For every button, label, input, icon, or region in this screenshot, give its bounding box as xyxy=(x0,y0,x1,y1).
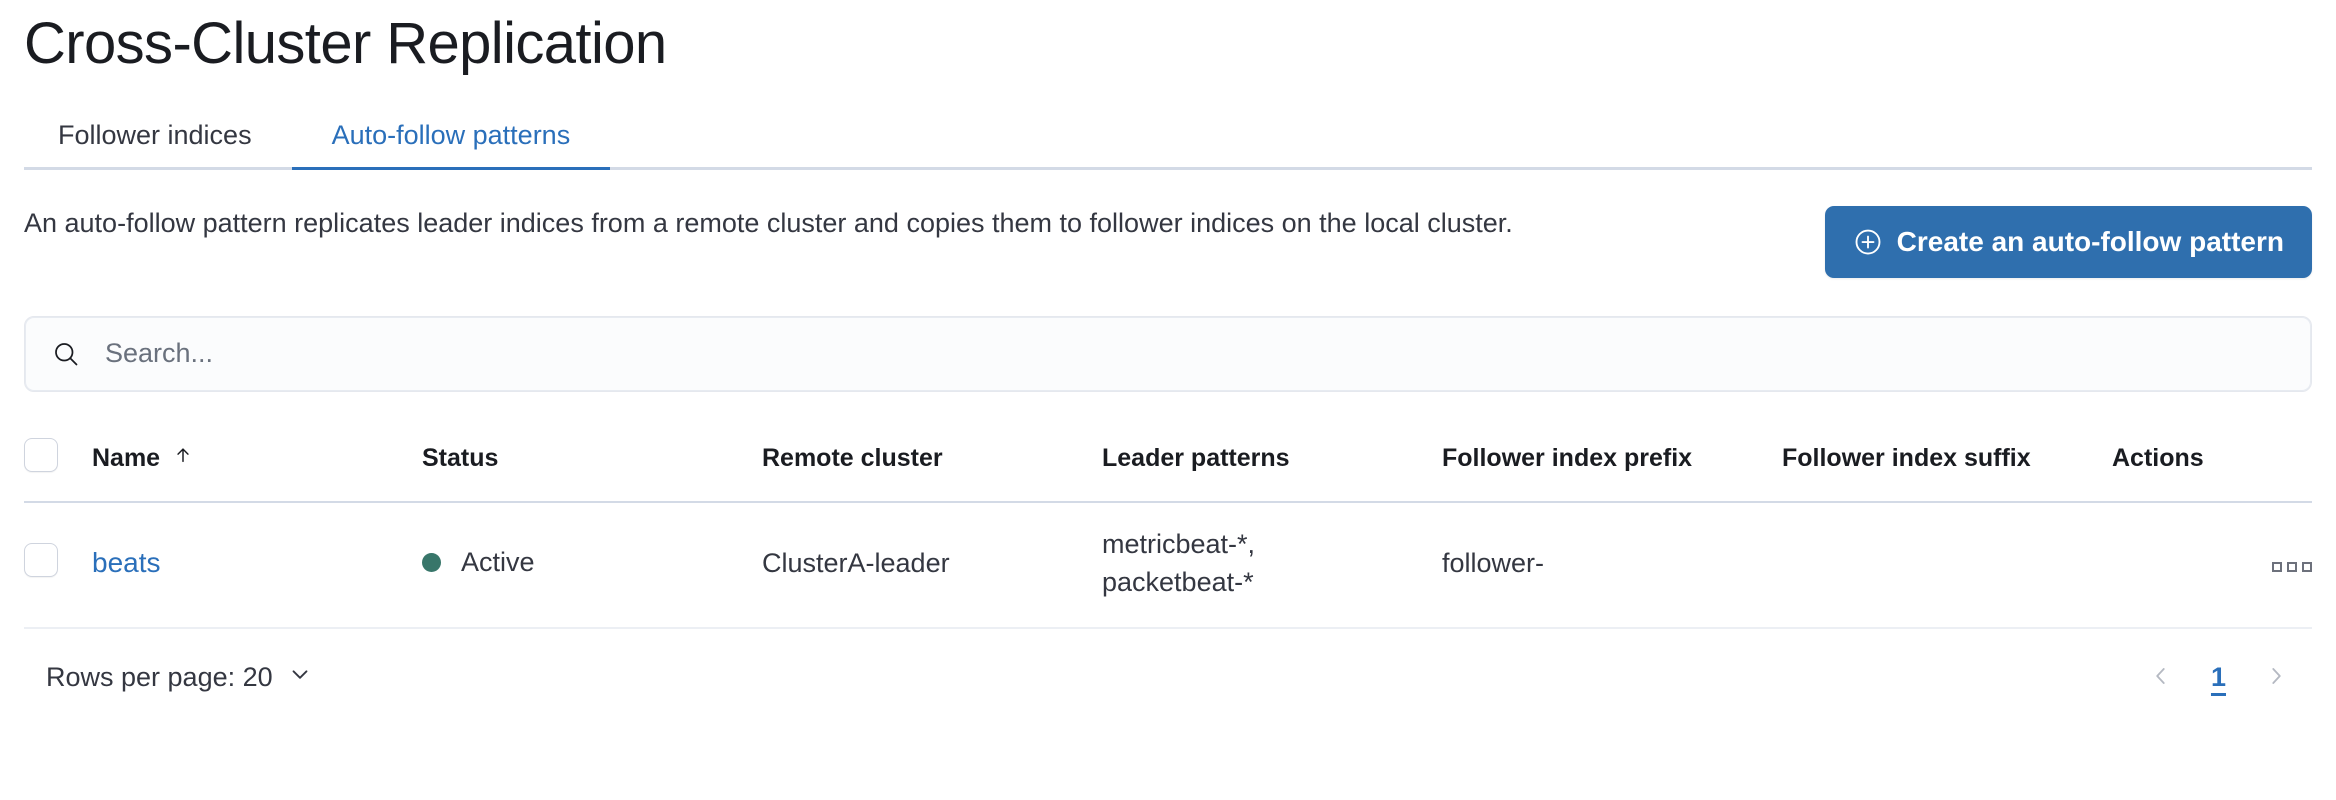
intro-row: An auto-follow pattern replicates leader… xyxy=(24,204,2312,278)
leader-pattern-line: packetbeat-* xyxy=(1102,567,1254,598)
auto-follow-pattern-link[interactable]: beats xyxy=(92,547,161,579)
auto-follow-patterns-table: Name Status Remote cluster Leader patter… xyxy=(24,419,2312,630)
table-body: beats Active ClusterA-leader metricbeat-… xyxy=(24,501,2312,630)
column-header-name[interactable]: Name xyxy=(92,419,422,503)
intro-description: An auto-follow pattern replicates leader… xyxy=(24,207,1513,238)
column-header-leader-patterns[interactable]: Leader patterns xyxy=(1102,419,1442,503)
leader-pattern-line: metricbeat-*, xyxy=(1102,528,1256,559)
chevron-left-icon xyxy=(2148,663,2174,692)
rows-per-page-selector[interactable]: Rows per page: 20 xyxy=(40,660,319,695)
pagination: 1 xyxy=(2139,655,2298,699)
sort-up-arrow-icon xyxy=(172,444,194,473)
boxes-horizontal-icon[interactable] xyxy=(2266,556,2312,578)
table-footer: Rows per page: 20 1 xyxy=(24,655,2312,699)
cell-follower-index-prefix: follower- xyxy=(1442,501,1782,630)
cell-actions xyxy=(2112,501,2312,630)
table-header: Name Status Remote cluster Leader patter… xyxy=(24,419,2312,503)
pagination-page-1[interactable]: 1 xyxy=(2205,662,2232,693)
tab-bar: Follower indices Auto-follow patterns xyxy=(24,106,2312,170)
table-row: beats Active ClusterA-leader metricbeat-… xyxy=(24,501,2312,630)
plus-in-circle-icon xyxy=(1853,227,1883,257)
cell-follower-index-suffix xyxy=(1782,501,2112,630)
status-dot-icon xyxy=(422,553,441,573)
create-auto-follow-pattern-button[interactable]: Create an auto-follow pattern xyxy=(1824,205,2312,278)
pagination-next-button[interactable] xyxy=(2254,655,2298,699)
column-header-status[interactable]: Status xyxy=(422,419,762,503)
select-all-header xyxy=(24,419,92,503)
column-header-actions: Actions xyxy=(2112,419,2312,503)
pagination-previous-button[interactable] xyxy=(2139,655,2183,699)
chevron-down-icon xyxy=(287,661,313,694)
row-select-cell xyxy=(24,501,92,630)
rows-per-page-label: Rows per page: 20 xyxy=(46,661,273,692)
column-header-name-label: Name xyxy=(92,443,161,472)
create-button-label: Create an auto-follow pattern xyxy=(1896,225,2284,257)
cell-name: beats xyxy=(92,501,422,630)
column-header-follower-index-suffix[interactable]: Follower index suffix xyxy=(1782,419,2112,503)
cell-leader-patterns: metricbeat-*, packetbeat-* xyxy=(1102,501,1442,630)
cell-remote-cluster: ClusterA-leader xyxy=(762,501,1102,630)
table-header-row: Name Status Remote cluster Leader patter… xyxy=(24,419,2312,503)
select-all-checkbox[interactable] xyxy=(24,437,58,472)
column-header-remote-cluster[interactable]: Remote cluster xyxy=(762,419,1102,503)
tab-follower-indices[interactable]: Follower indices xyxy=(24,121,292,167)
search-icon xyxy=(51,339,81,369)
search-input[interactable] xyxy=(103,316,2285,391)
status-label: Active xyxy=(461,547,535,578)
search-bar[interactable] xyxy=(24,315,2312,392)
chevron-right-icon xyxy=(2263,663,2289,692)
page-title: Cross-Cluster Replication xyxy=(24,11,667,76)
tab-auto-follow-patterns[interactable]: Auto-follow patterns xyxy=(291,121,611,170)
column-header-follower-index-prefix[interactable]: Follower index prefix xyxy=(1442,419,1782,503)
row-checkbox[interactable] xyxy=(24,542,58,577)
cell-status: Active xyxy=(422,501,762,630)
